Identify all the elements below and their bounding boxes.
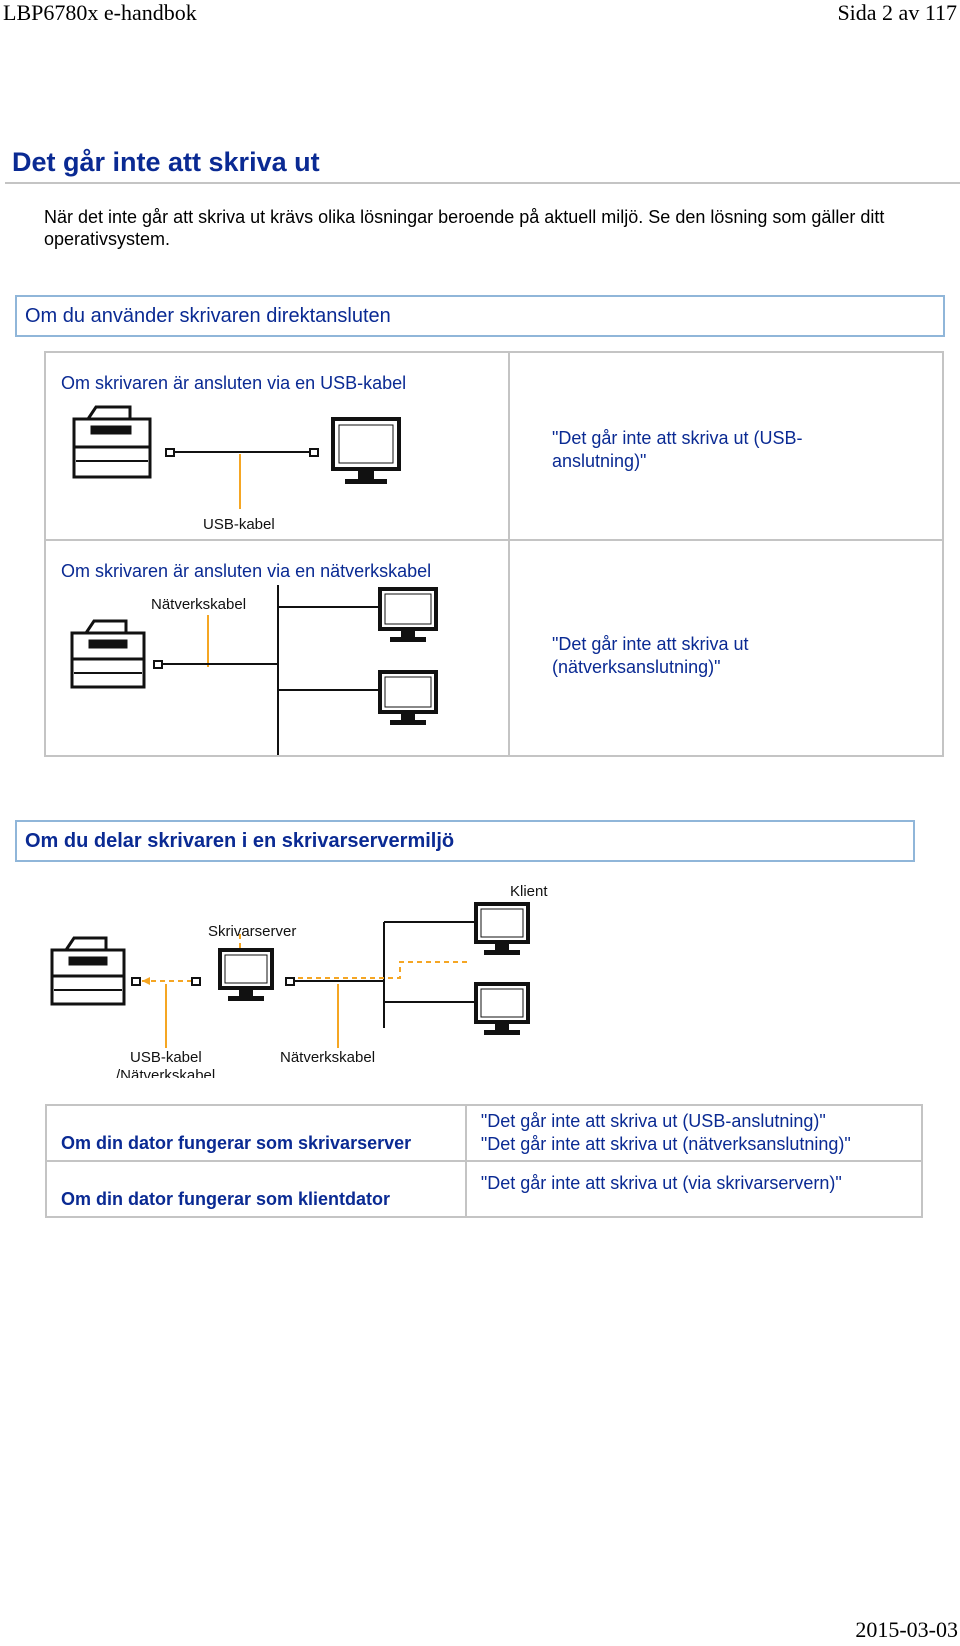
network-connection-link[interactable]: "Det går inte att skriva ut (nätverksans… <box>552 634 749 677</box>
doc-title: LBP6780x e-handbok <box>3 0 197 25</box>
usb-row-label: Om skrivaren är ansluten via en USB-kabe… <box>61 373 407 393</box>
printer-icon <box>50 936 126 1006</box>
network-cable-label: Nätverkskabel <box>151 596 246 613</box>
footer-date: 2015-03-03 <box>855 1617 958 1642</box>
print-server-label: Skrivarserver <box>208 923 296 940</box>
network-connection-link[interactable]: "Det går inte att skriva ut (nätverksans… <box>480 1134 851 1154</box>
section-heading-print-server: Om du delar skrivaren i en skrivarserver… <box>15 820 915 862</box>
print-server-link[interactable]: "Det går inte att skriva ut (via skrivar… <box>480 1173 842 1193</box>
network-link-cell: "Det går inte att skriva ut (nätverksans… <box>508 539 944 757</box>
section-heading-text: Om du delar skrivaren i en skrivarserver… <box>25 829 455 852</box>
direct-connection-table: Om skrivaren är ansluten via en USB-kabe… <box>44 351 944 757</box>
intro-text: När det inte går att skriva ut krävs oli… <box>44 207 885 249</box>
client-role-label: Om din dator fungerar som klientdator <box>45 1160 467 1218</box>
monitor-icon <box>378 587 438 642</box>
usb-label-line1: USB-kabel <box>130 1049 202 1066</box>
network-connection-diagram: Nätverkskabel <box>70 585 438 755</box>
printer-icon <box>70 619 146 689</box>
section-heading-text: Om du använder skrivaren direktansluten <box>25 304 391 327</box>
print-server-diagram: Klient Skrivarserver USB-kabel /Nätverks… <box>50 883 548 1078</box>
table-row: Om skrivaren är ansluten via en USB-kabe… <box>44 351 944 541</box>
server-role-links: "Det går inte att skriva ut (USB-anslutn… <box>464 1104 924 1162</box>
network-label: Nätverkskabel <box>280 1049 375 1066</box>
monitor-icon <box>331 417 401 484</box>
print-server-table: Om din dator fungerar som skrivarserver … <box>45 1104 924 1218</box>
usb-cable-label: USB-kabel <box>203 516 275 533</box>
client-monitor-icon <box>474 902 530 955</box>
client-monitor-icon <box>474 982 530 1035</box>
server-role-label: Om din dator fungerar som skrivarserver <box>45 1104 467 1162</box>
usb-connection-diagram: USB-kabel <box>72 405 401 533</box>
page-number: Sida 2 av 117 <box>837 0 957 25</box>
usb-connection-link[interactable]: "Det går inte att skriva ut (USB-anslutn… <box>552 428 803 471</box>
network-diagram-cell: Om skrivaren är ansluten via en nätverks… <box>44 539 510 757</box>
table-row: Om skrivaren är ansluten via en nätverks… <box>44 539 944 757</box>
monitor-icon <box>378 670 438 725</box>
network-row-label: Om skrivaren är ansluten via en nätverks… <box>61 561 432 581</box>
client-role-links: "Det går inte att skriva ut (via skrivar… <box>464 1160 924 1218</box>
usb-diagram-cell: Om skrivaren är ansluten via en USB-kabe… <box>44 351 510 541</box>
client-label: Klient <box>510 883 548 900</box>
usb-label-line2: /Nätverkskabel <box>116 1067 215 1078</box>
section-heading-direct: Om du använder skrivaren direktansluten <box>15 295 945 337</box>
server-monitor-icon <box>218 948 274 1001</box>
table-row: Om din dator fungerar som klientdator "D… <box>45 1160 924 1218</box>
page-title: Det går inte att skriva ut <box>12 147 320 177</box>
printer-icon <box>72 405 152 479</box>
usb-connection-link[interactable]: "Det går inte att skriva ut (USB-anslutn… <box>480 1111 826 1131</box>
table-row: Om din dator fungerar som skrivarserver … <box>45 1104 924 1162</box>
usb-link-cell: "Det går inte att skriva ut (USB-anslutn… <box>508 351 944 541</box>
title-divider <box>5 182 960 184</box>
